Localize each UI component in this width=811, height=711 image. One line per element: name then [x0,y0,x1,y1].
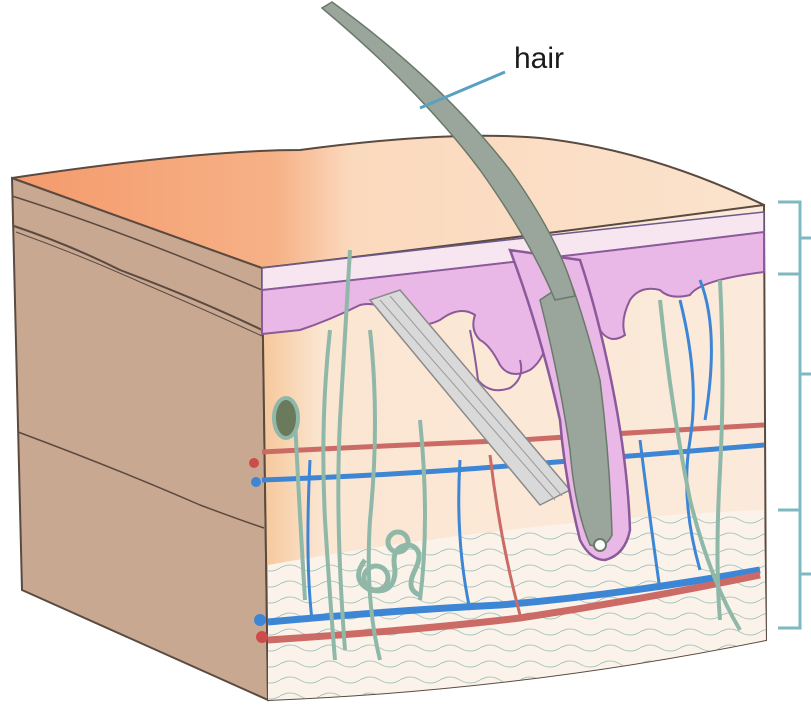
touch-receptor [274,398,298,438]
artery-cross-section-icon [249,458,259,468]
vein-cross-section-icon [254,614,266,626]
vein-cross-section-icon [251,477,261,487]
layer-bracket [778,202,811,628]
hair-papilla-icon [594,539,606,551]
artery-cross-section-icon [256,631,268,643]
hair-label: hair [514,42,564,75]
